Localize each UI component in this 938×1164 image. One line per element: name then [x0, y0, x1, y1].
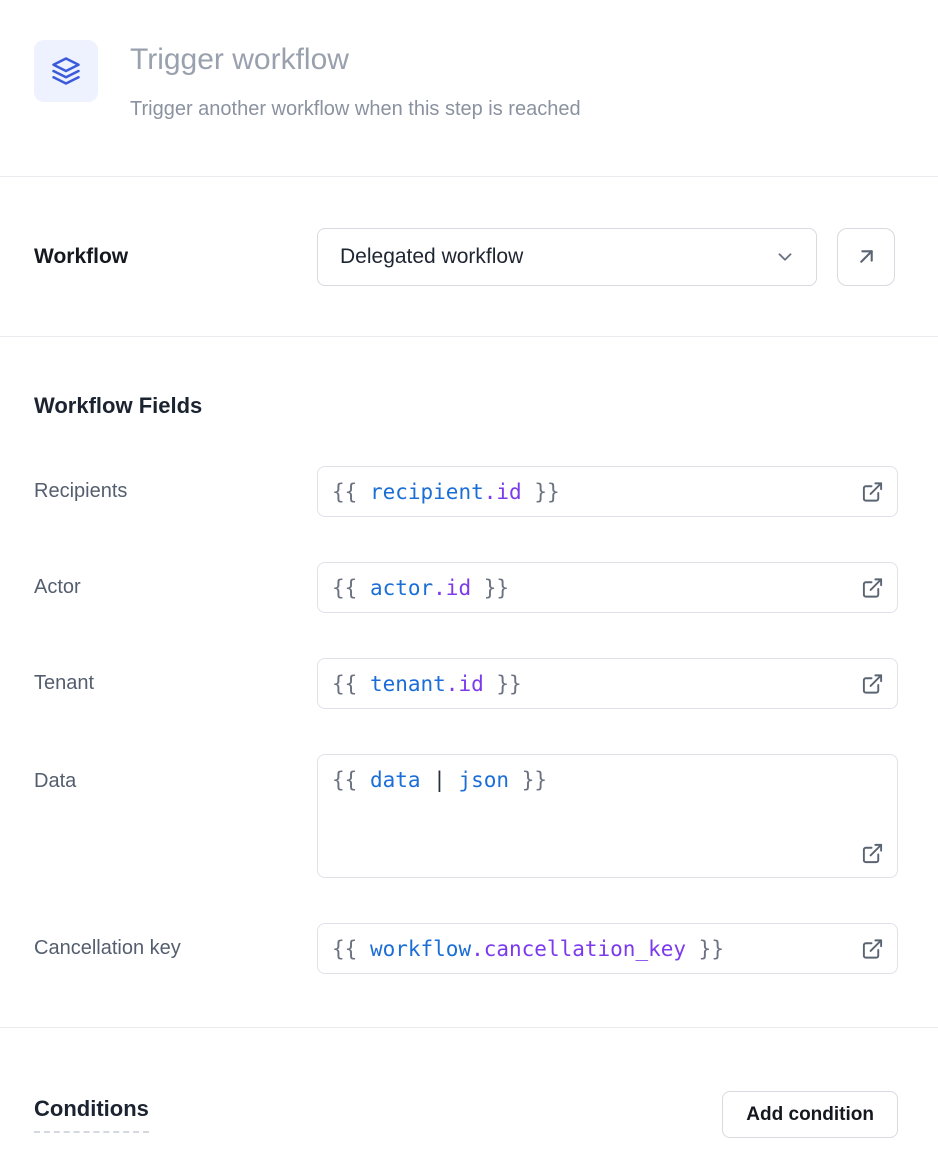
layers-icon — [51, 56, 81, 86]
field-label: Cancellation key — [34, 937, 317, 960]
external-link-icon[interactable] — [861, 842, 884, 865]
divider — [0, 1027, 938, 1028]
open-workflow-button[interactable] — [837, 228, 895, 286]
workflow-field-row: Recipients {{ recipient.id }} — [34, 466, 898, 517]
external-link-icon[interactable] — [861, 480, 884, 503]
arrow-up-right-icon — [854, 244, 879, 269]
workflow-select[interactable]: Delegated workflow — [317, 228, 817, 286]
conditions-section: Conditions Add condition — [0, 1091, 938, 1138]
workflow-select-row: Workflow Delegated workflow — [0, 177, 938, 337]
workflow-fields-section: Workflow Fields Recipients {{ recipient.i… — [0, 393, 938, 974]
conditions-heading: Conditions — [34, 1096, 149, 1133]
liquid-template-value: {{ data | json }} — [332, 768, 547, 792]
liquid-template-value: {{ actor.id }} — [332, 576, 509, 600]
chevron-down-icon — [774, 246, 796, 268]
workflow-select-value: Delegated workflow — [340, 245, 523, 269]
liquid-template-value: {{ tenant.id }} — [332, 672, 522, 696]
field-code-input[interactable]: {{ actor.id }} — [317, 562, 898, 613]
field-label: Recipients — [34, 480, 317, 503]
external-link-icon[interactable] — [861, 672, 884, 695]
workflow-fields-rows: Recipients {{ recipient.id }} Actor {{ act… — [34, 466, 898, 974]
add-condition-button[interactable]: Add condition — [722, 1091, 898, 1138]
field-label: Actor — [34, 576, 317, 599]
field-label: Tenant — [34, 672, 317, 695]
field-code-input[interactable]: {{ recipient.id }} — [317, 466, 898, 517]
workflow-fields-heading: Workflow Fields — [34, 393, 898, 419]
liquid-template-value: {{ recipient.id }} — [332, 480, 560, 504]
external-link-icon[interactable] — [861, 576, 884, 599]
field-label: Data — [34, 754, 317, 793]
workflow-field-row: Tenant {{ tenant.id }} — [34, 658, 898, 709]
workflow-field-row: Data {{ data | json }} — [34, 754, 898, 878]
field-code-input[interactable]: {{ tenant.id }} — [317, 658, 898, 709]
liquid-template-value: {{ workflow.cancellation_key }} — [332, 937, 724, 961]
field-code-input[interactable]: {{ data | json }} — [317, 754, 898, 878]
step-header: Trigger workflow Trigger another workflo… — [0, 0, 938, 177]
step-header-text: Trigger workflow Trigger another workflo… — [130, 40, 581, 176]
step-icon-box — [34, 40, 98, 102]
step-subtitle: Trigger another workflow when this step … — [130, 98, 581, 121]
workflow-label: Workflow — [34, 245, 317, 269]
workflow-field-row: Actor {{ actor.id }} — [34, 562, 898, 613]
field-code-input[interactable]: {{ workflow.cancellation_key }} — [317, 923, 898, 974]
external-link-icon[interactable] — [861, 937, 884, 960]
workflow-field-row: Cancellation key {{ workflow.cancellation… — [34, 923, 898, 974]
step-title[interactable]: Trigger workflow — [130, 42, 581, 78]
